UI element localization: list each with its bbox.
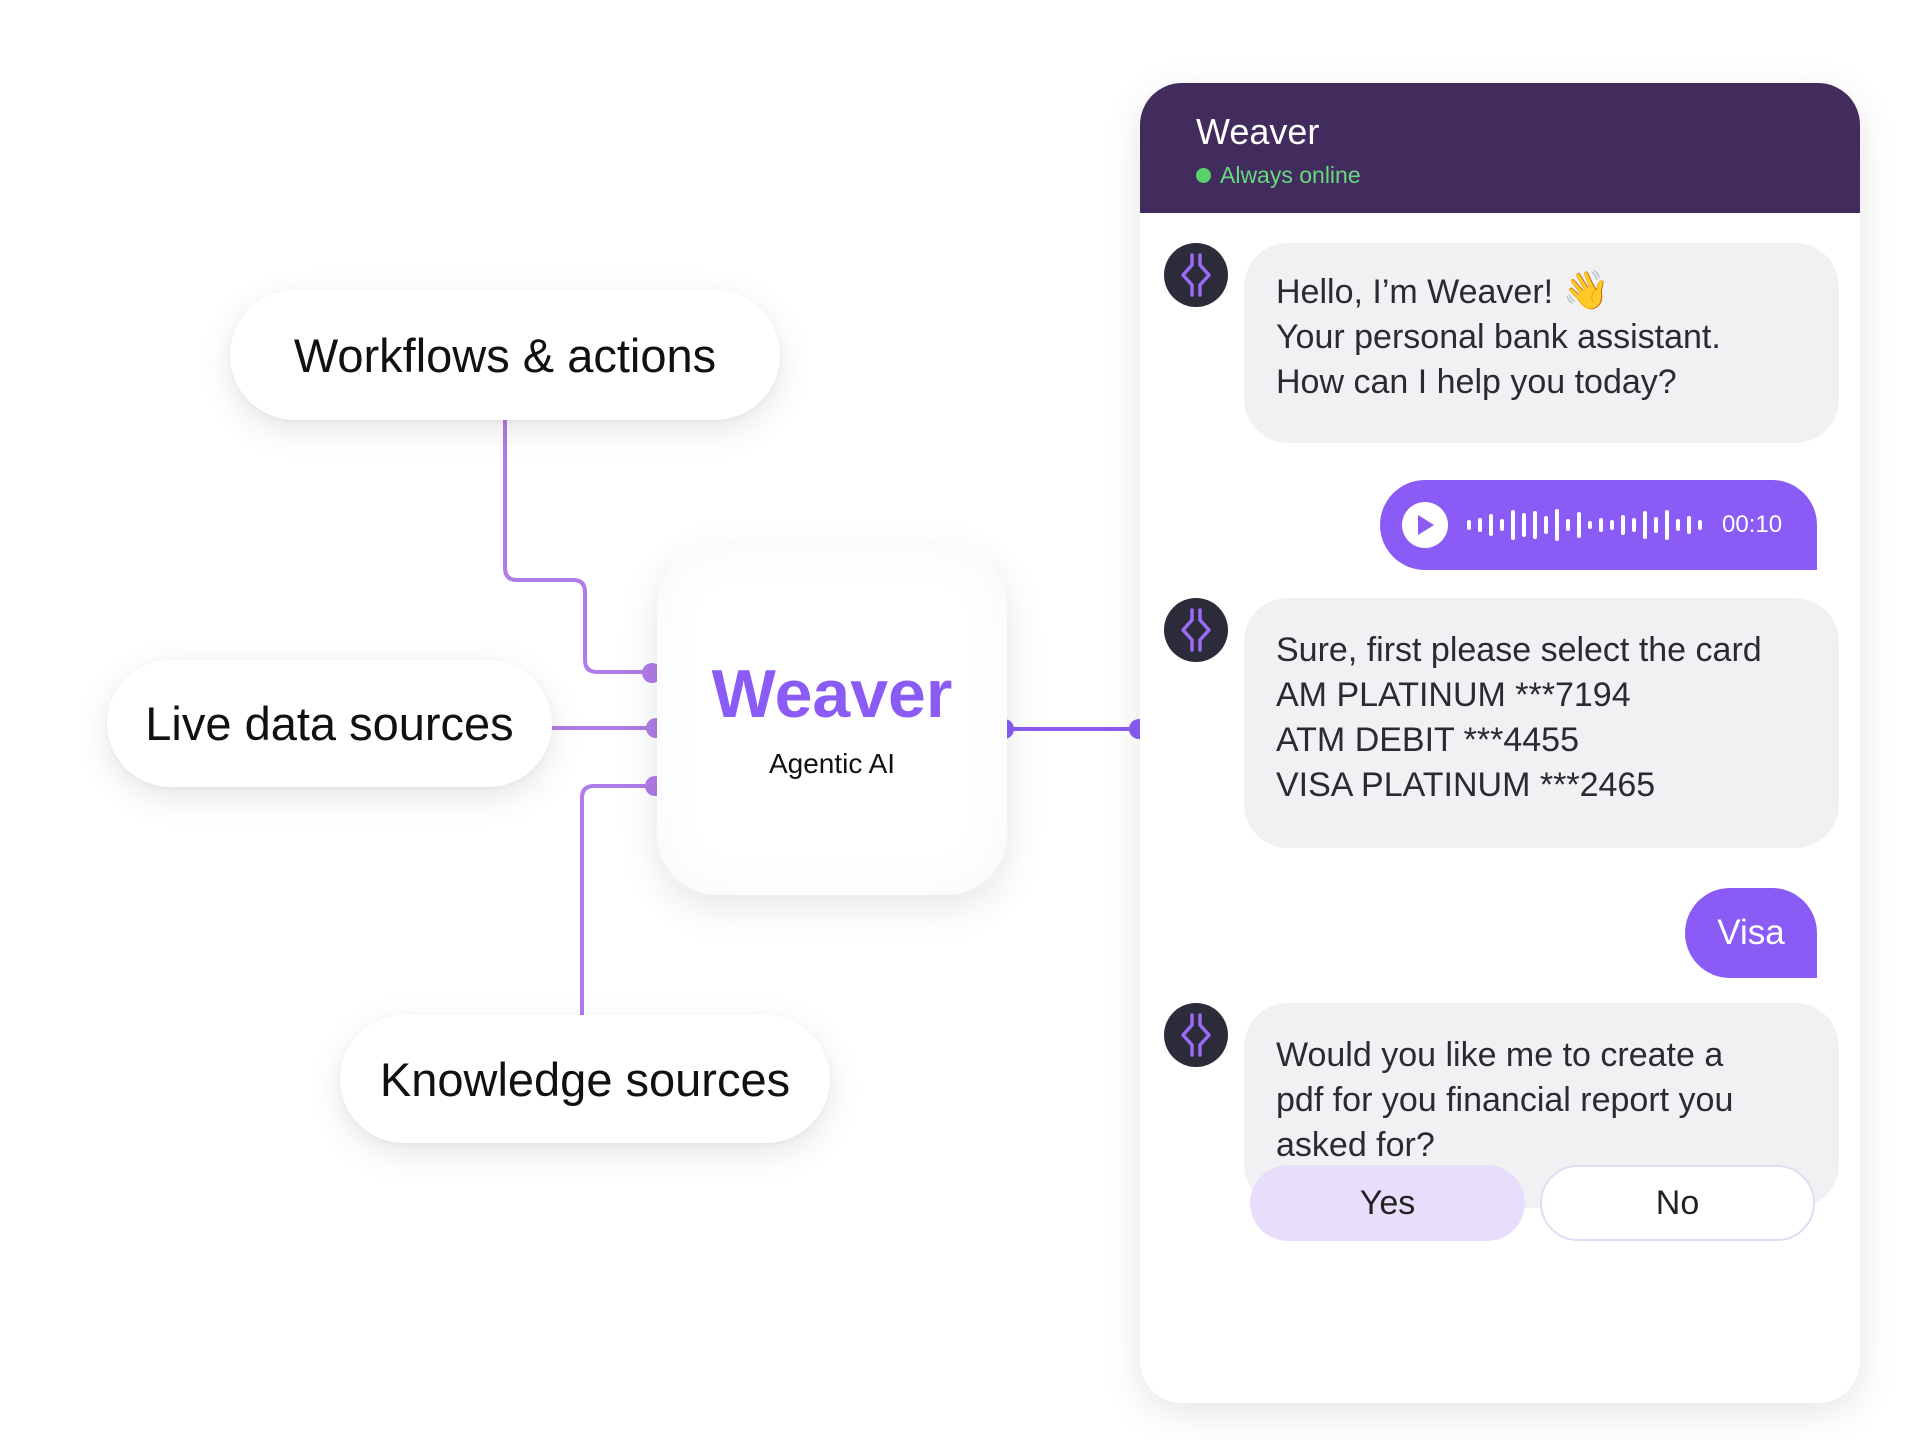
hub-subtitle: Agentic AI — [768, 748, 896, 779]
yes-button[interactable]: Yes — [1250, 1165, 1525, 1241]
question-line-3: asked for? — [1276, 1126, 1435, 1164]
weaver-logo-icon — [1181, 608, 1211, 652]
cards-prompt: Sure, first please select the card — [1276, 631, 1762, 669]
waveform-icon — [1467, 509, 1702, 541]
workflows-actions-node: Workflows & actions — [230, 290, 780, 420]
bot-avatar — [1164, 1003, 1228, 1067]
user-reply-text: Visa — [1717, 913, 1785, 952]
chat-header: Weaver Always online — [1140, 83, 1860, 213]
greeting-line-2: Your personal bank assistant. — [1276, 318, 1721, 356]
connector-knowledge — [580, 784, 655, 1015]
bot-avatar — [1164, 243, 1228, 307]
card-option: VISA PLATINUM ***2465 — [1276, 766, 1656, 804]
question-line-1: Would you like me to create a — [1276, 1036, 1724, 1074]
greeting-line-1: Hello, I’m Weaver! — [1276, 273, 1554, 311]
hub-title: Weaver — [711, 656, 953, 732]
live-data-sources-label: Live data sources — [145, 697, 514, 750]
weaver-logo-icon — [1181, 253, 1211, 297]
bot-avatar — [1164, 598, 1228, 662]
greeting-line-3: How can I help you today? — [1276, 363, 1677, 401]
question-line-2: pdf for you financial report you — [1276, 1081, 1734, 1119]
online-dot-icon — [1196, 168, 1211, 183]
voice-duration: 00:10 — [1722, 511, 1783, 538]
card-option: ATM DEBIT ***4455 — [1276, 721, 1579, 759]
no-button[interactable]: No — [1540, 1165, 1815, 1241]
bot-message-cards: Sure, first please select the card AM PL… — [1244, 598, 1839, 848]
waving-hand-icon: 👋 — [1562, 270, 1610, 312]
voice-message[interactable]: 00:10 — [1380, 480, 1817, 570]
connector-workflows — [503, 420, 652, 674]
knowledge-sources-label: Knowledge sources — [379, 1052, 791, 1106]
chat-title: Weaver — [1196, 111, 1320, 152]
weaver-hub: Weaver Agentic AI — [657, 545, 1007, 895]
live-data-sources-node: Live data sources — [107, 660, 552, 787]
user-message-visa: Visa — [1685, 888, 1817, 978]
weaver-logo-icon — [1181, 1013, 1211, 1057]
bot-message-greeting: Hello, I’m Weaver! 👋 Your personal bank … — [1244, 243, 1839, 443]
card-option: AM PLATINUM ***7194 — [1276, 676, 1631, 714]
play-icon — [1418, 515, 1434, 535]
play-button[interactable] — [1402, 502, 1448, 548]
status-indicator: Always online — [1196, 162, 1361, 189]
knowledge-sources-node: Knowledge sources — [340, 1015, 830, 1143]
workflows-actions-label: Workflows & actions — [293, 328, 717, 382]
status-text: Always online — [1220, 162, 1361, 188]
